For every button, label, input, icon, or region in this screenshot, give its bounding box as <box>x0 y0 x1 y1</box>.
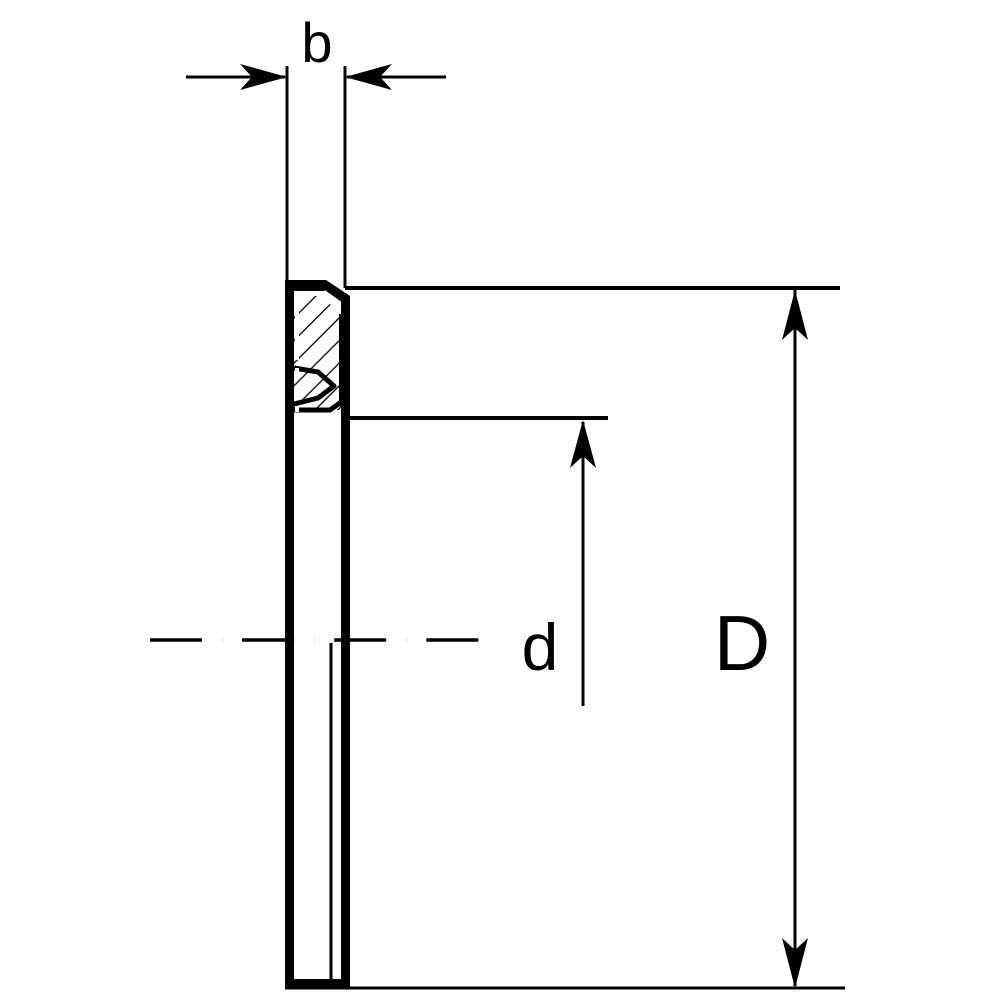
seal-bottom-edge <box>285 979 350 988</box>
seal-top-edge <box>285 286 325 291</box>
dimension-label-D: D <box>714 599 770 687</box>
seal-inner-lip <box>291 314 347 413</box>
dimension-d: d <box>348 416 608 706</box>
d-arrowhead-up <box>570 420 596 468</box>
dimension-label-d: d <box>522 610 559 684</box>
seal-right-wall <box>341 296 350 988</box>
b-arrowhead-right <box>345 64 392 90</box>
lip-notch-profile <box>291 365 337 407</box>
dimension-label-b: b <box>301 11 332 74</box>
seal-ring-body <box>285 280 350 988</box>
D-arrowhead-bottom <box>782 938 808 988</box>
seal-left-wall <box>285 288 294 988</box>
b-arrowhead-left <box>240 64 287 90</box>
D-arrowhead-top <box>782 290 808 340</box>
dimension-D: D <box>285 286 845 990</box>
section-hatching <box>293 296 342 410</box>
hatch-region-upper <box>293 296 342 368</box>
dimension-b: b <box>186 11 446 288</box>
